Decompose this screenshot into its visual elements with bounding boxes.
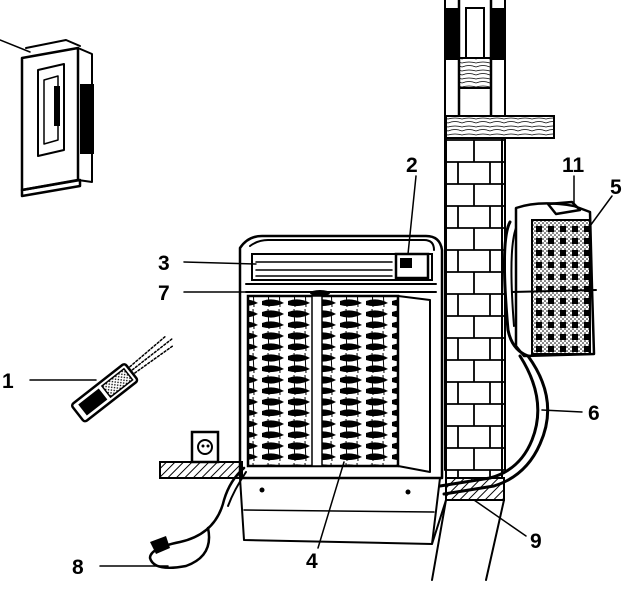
callout-labels: 1 2 3 4 5 6 7 8 9 11 bbox=[2, 154, 622, 579]
callout-1: 1 bbox=[2, 370, 14, 393]
connection-hose bbox=[438, 354, 550, 496]
callout-3: 3 bbox=[158, 252, 170, 275]
leader-lines bbox=[29, 175, 613, 567]
callout-9: 9 bbox=[530, 530, 542, 553]
callout-8: 8 bbox=[72, 556, 84, 579]
callout-4: 4 bbox=[306, 550, 318, 573]
callout-6: 6 bbox=[588, 402, 600, 425]
floor-duct bbox=[431, 477, 505, 581]
callout-7: 7 bbox=[158, 282, 170, 305]
wall-bracket bbox=[0, 39, 94, 198]
power-cord bbox=[148, 430, 247, 569]
brick-wall-column bbox=[444, 0, 555, 479]
callout-5: 5 bbox=[610, 176, 622, 199]
remote-control bbox=[71, 336, 174, 423]
callout-2: 2 bbox=[406, 154, 418, 177]
indoor-unit bbox=[238, 234, 447, 545]
callout-11: 11 bbox=[562, 154, 585, 177]
wall-bricks bbox=[446, 139, 504, 478]
outdoor-unit bbox=[502, 200, 597, 358]
